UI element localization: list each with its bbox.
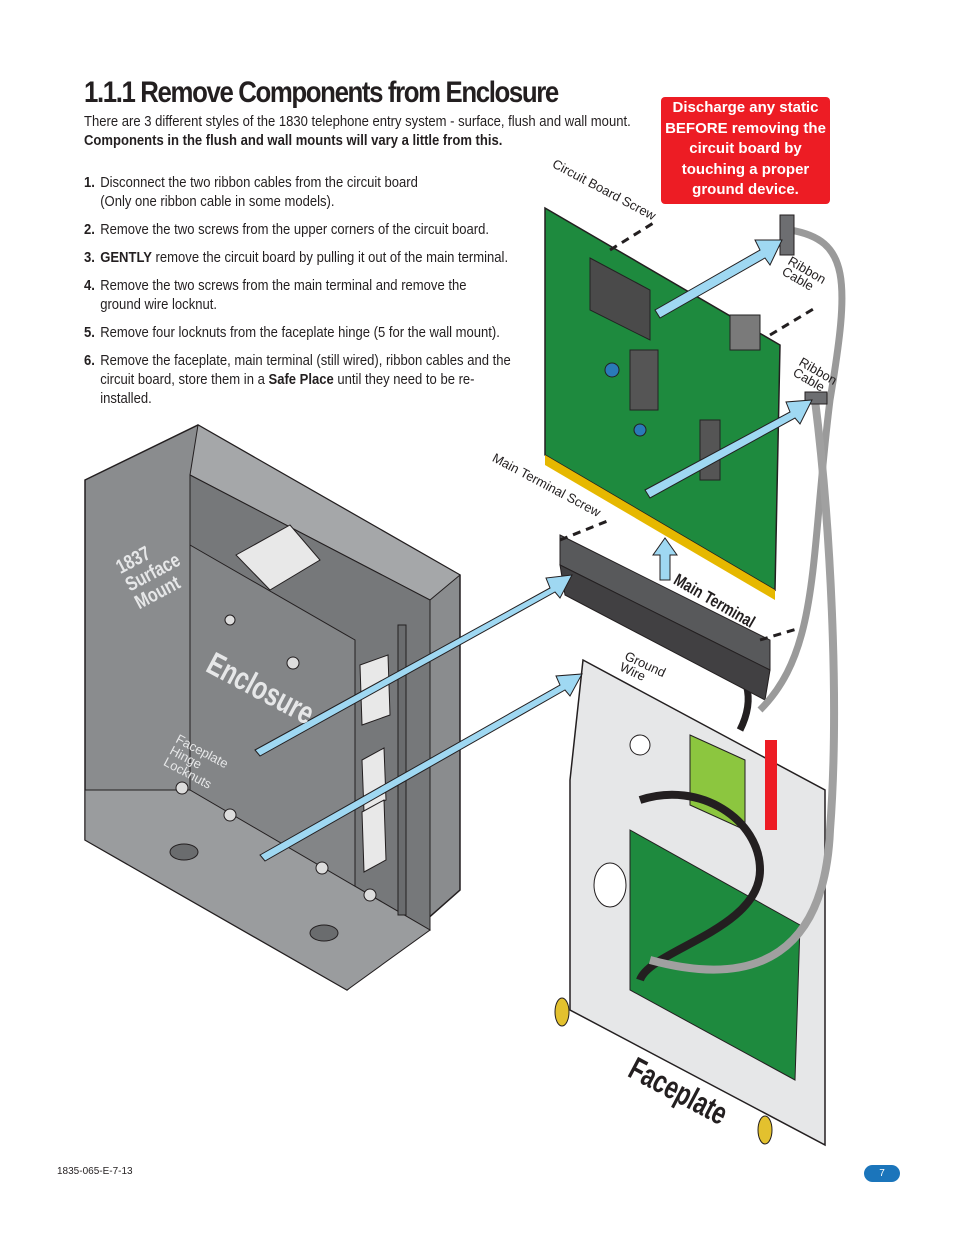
step-text: Remove the two screws from the main term… (100, 278, 467, 313)
circuit-board-illustration (544, 206, 781, 600)
static-warning-box: Discharge any static BEFORE removing the… (661, 97, 830, 204)
arrow-enclosure-top (254, 574, 573, 757)
step-1: 1. Disconnect the two ribbon cables from … (84, 174, 552, 212)
step-number: 5. (84, 325, 95, 341)
arrow-ribbon-top (654, 239, 783, 319)
step-text: until they need to be re-installed. (100, 372, 475, 407)
enclosure-illustration (84, 424, 461, 991)
step-4: 4. Remove the two screws from the main te… (84, 277, 552, 315)
step-text: Disconnect the two ribbon cables from th… (100, 175, 418, 210)
step-number: 6. (84, 353, 95, 369)
step-text: Remove the two screws from the upper cor… (100, 222, 489, 238)
step-6: 6. Remove the faceplate, main terminal (s… (84, 352, 552, 409)
ribbon-cable-top (757, 226, 846, 713)
steps-list: 1. Disconnect the two ribbon cables from … (84, 174, 552, 418)
step-2: 2. Remove the two screws from the upper c… (84, 221, 552, 240)
intro-text: There are 3 different styles of the 1830… (84, 114, 631, 130)
arrow-enclosure-bottom (259, 673, 583, 862)
faceplate-illustration (554, 638, 826, 1147)
document-number: 1835-065-E-7-13 (57, 1166, 133, 1177)
step-bold: GENTLY (100, 250, 152, 266)
intro-paragraph: There are 3 different styles of the 1830… (84, 113, 642, 151)
step-number: 1. (84, 175, 95, 191)
step-text: remove the circuit board by pulling it o… (151, 250, 509, 266)
step-number: 4. (84, 278, 95, 294)
step-3: 3. GENTLY remove the circuit board by pul… (84, 249, 552, 268)
page-number: 7 (864, 1165, 900, 1182)
step-number: 2. (84, 222, 95, 238)
intro-bold: Components in the flush and wall mounts … (84, 133, 503, 149)
step-text: Remove four locknuts from the faceplate … (100, 325, 500, 341)
step-number: 3. (84, 250, 95, 266)
arrow-main-terminal (652, 537, 678, 581)
page-title: 1.1.1 Remove Components from Enclosure (84, 76, 559, 109)
step-bold: Safe Place (268, 372, 334, 388)
step-5: 5. Remove four locknuts from the faceplat… (84, 324, 552, 343)
step-text: Remove the faceplate, main terminal (sti… (100, 353, 511, 388)
arrow-ribbon-bottom (644, 399, 813, 499)
ribbon-cable-bottom (648, 399, 839, 974)
